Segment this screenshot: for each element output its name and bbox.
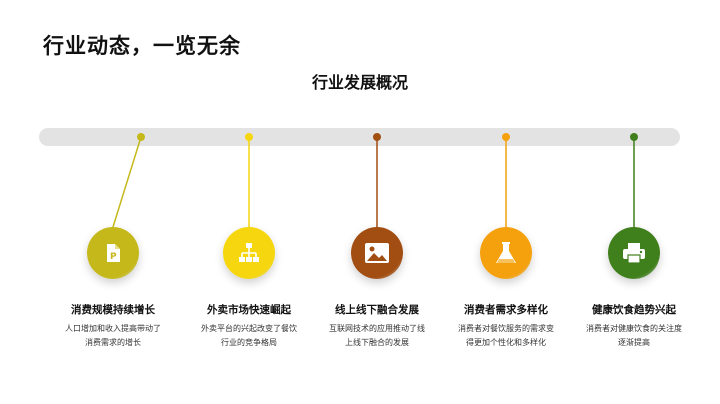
node-healthy-eating	[608, 227, 660, 279]
slide-title: 行业动态，一览无余	[43, 34, 241, 58]
item-title-2: 外卖市场快速崛起	[207, 304, 291, 316]
printer-icon	[621, 241, 647, 265]
timeline-dot-1	[137, 133, 145, 141]
timeline-dot-5	[630, 133, 638, 141]
node-consumption-growth: P	[87, 227, 139, 279]
org-chart-icon	[236, 240, 262, 266]
item-desc-3: 互联网技术的应用推动了线上线下融合的发展	[329, 324, 425, 347]
timeline-bar	[39, 128, 680, 146]
item-desc-5: 消费者对健康饮食的关注度逐渐提高	[586, 324, 682, 347]
item-title-5: 健康饮食趋势兴起	[592, 304, 676, 316]
item-desc-1: 人口增加和收入提高带动了消费需求的增长	[65, 324, 161, 347]
item-title-3: 线上线下融合发展	[335, 304, 419, 316]
item-title-4: 消费者需求多样化	[464, 304, 548, 316]
document-icon: P	[101, 241, 125, 265]
item-desc-2: 外卖平台的兴起改变了餐饮行业的竞争格局	[201, 324, 297, 347]
timeline-dot-4	[502, 133, 510, 141]
svg-text:P: P	[110, 252, 117, 262]
item-title-1: 消费规模持续增长	[71, 304, 155, 316]
node-consumer-demand	[480, 227, 532, 279]
image-icon	[364, 242, 390, 264]
node-online-offline	[351, 227, 403, 279]
timeline-dot-2	[245, 133, 253, 141]
node-takeout-market	[223, 227, 275, 279]
section-subtitle: 行业发展概况	[311, 73, 408, 92]
timeline-dot-3	[373, 133, 381, 141]
item-desc-4: 消费者对餐饮服务的需求变得更加个性化和多样化	[458, 324, 554, 347]
flask-icon	[494, 240, 518, 266]
connector-line-1	[112, 136, 142, 228]
